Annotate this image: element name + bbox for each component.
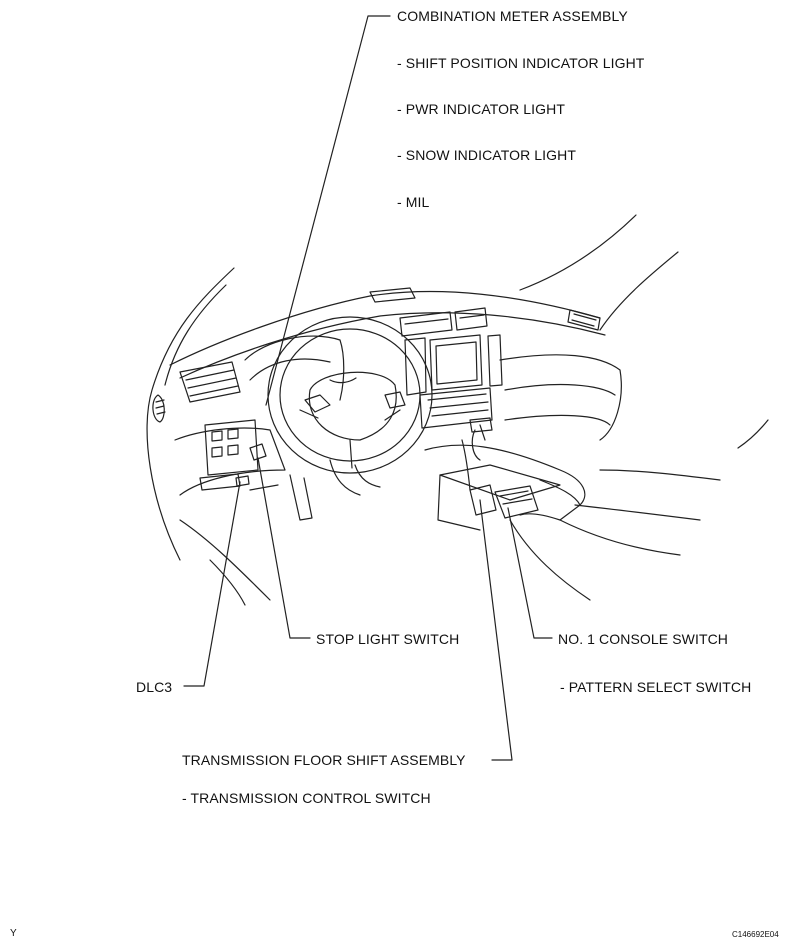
leader-console-switch — [507, 507, 553, 639]
steering-column — [329, 459, 361, 496]
cluster-hood — [244, 335, 345, 401]
leader-dlc3 — [183, 481, 241, 687]
shift-position-label: - SHIFT POSITION INDICATOR LIGHT — [397, 55, 645, 71]
shift-lever — [461, 439, 471, 491]
stop-light-switch-label: STOP LIGHT SWITCH — [316, 631, 460, 647]
stop-light-switch-part — [249, 443, 267, 461]
dash-top — [169, 290, 601, 366]
pwr-indicator-label: - PWR INDICATOR LIGHT — [397, 101, 566, 117]
a-pillar-left — [146, 267, 235, 561]
left-vent — [179, 361, 241, 403]
console-switch-part — [494, 485, 539, 519]
figure-id: C146692E04 — [732, 930, 779, 939]
snow-indicator-label: - SNOW INDICATOR LIGHT — [397, 147, 577, 163]
footer-left-code: Y — [10, 928, 17, 939]
dlc3-label: DLC3 — [136, 679, 173, 695]
center-console — [424, 444, 586, 506]
leader-transmission-shift — [479, 499, 513, 761]
windshield-right — [519, 214, 637, 291]
side-vent — [152, 394, 165, 423]
glovebox — [499, 354, 622, 441]
transmission-control-switch-label: - TRANSMISSION CONTROL SWITCH — [182, 790, 431, 806]
left-switch-panel — [204, 419, 259, 476]
mil-label: - MIL — [397, 194, 430, 210]
a-pillar-right-2 — [737, 419, 769, 449]
transmission-floor-shift-label: TRANSMISSION FLOOR SHIFT ASSEMBLY — [182, 752, 466, 768]
leader-stop-light-switch — [257, 457, 311, 639]
steering-wheel-outer — [267, 316, 433, 474]
pattern-select-switch-label: - PATTERN SELECT SWITCH — [560, 679, 752, 695]
dash-defroster — [369, 287, 416, 303]
dash-top-2 — [179, 312, 606, 379]
center-vent — [399, 311, 453, 337]
dlc3-connector — [235, 475, 250, 487]
leader-combination-meter — [265, 15, 391, 406]
combination-meter-label: COMBINATION METER ASSEMBLY — [397, 8, 628, 24]
a-pillar-left-inner — [164, 284, 227, 386]
lower-dash-left — [174, 427, 286, 496]
center-display — [429, 334, 483, 391]
right-vent — [567, 309, 601, 331]
steering-hub — [308, 371, 397, 441]
no1-console-switch-label: NO. 1 CONSOLE SWITCH — [558, 631, 729, 647]
a-pillar-right — [599, 251, 679, 331]
center-controls — [419, 387, 493, 429]
